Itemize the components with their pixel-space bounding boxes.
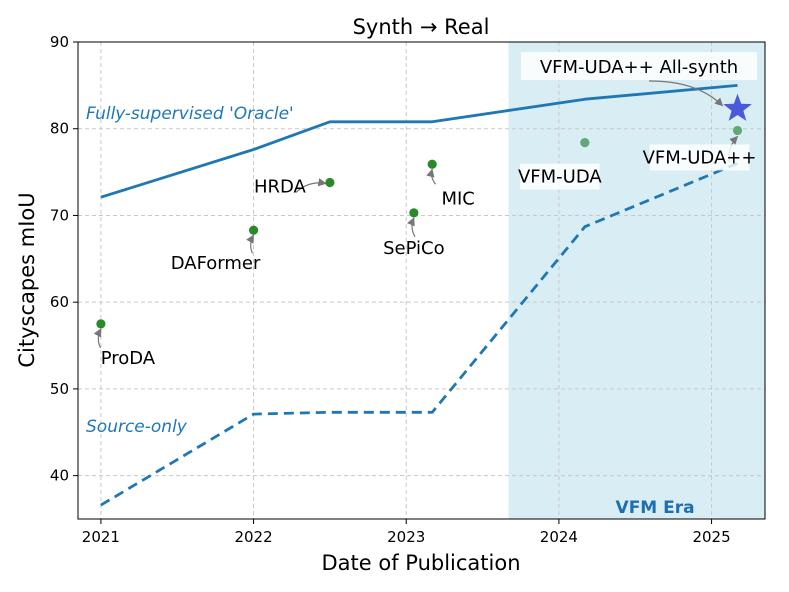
y-tick-label: 40 <box>50 467 69 485</box>
point-daformer <box>248 225 259 235</box>
y-tick-label: 80 <box>50 120 69 138</box>
y-axis-label: Cityscapes mIoU <box>15 192 39 367</box>
chart-title: Synth → Real <box>353 15 490 39</box>
arrow-sepico <box>407 217 416 238</box>
point-vfm-udaplusplus <box>732 125 743 136</box>
y-tick-label: 50 <box>50 380 69 398</box>
oracle-line <box>100 84 738 199</box>
label-vfm-uda-plusplus-all-synth: VFM-UDA++ All-synth <box>540 57 738 78</box>
point-proda <box>96 319 106 329</box>
vfm-era-region: VFM Era <box>508 42 765 519</box>
x-tick-label: 2023 <box>387 528 425 546</box>
point-sepico <box>409 208 419 218</box>
label-vfm-uda: VFM-UDA <box>518 167 602 188</box>
label-box-star <box>521 52 757 80</box>
series-lines <box>100 84 739 507</box>
x-tick-label: 2022 <box>234 528 272 546</box>
y-tick-label: 90 <box>50 33 69 51</box>
x-tick-label: 2024 <box>540 528 578 546</box>
label-vfm-udaplusplus: VFM-UDA++ <box>643 147 757 168</box>
annotation-labels: Fully-supervised 'Oracle' Source-only ProD… <box>86 52 757 437</box>
oracle-series-label: Fully-supervised 'Oracle' <box>86 104 294 124</box>
x-tick-label: 2025 <box>692 528 730 546</box>
y-tick-label: 70 <box>50 206 69 224</box>
point-mic <box>427 159 437 169</box>
star-vfm-uda-plusplus-all-synth <box>723 93 752 121</box>
data-points <box>96 93 752 329</box>
label-box-vfm-uda <box>520 163 600 190</box>
y-tick-label: 60 <box>50 293 69 311</box>
source-only-series-label: Source-only <box>86 417 188 437</box>
arrow-daformer <box>246 234 255 254</box>
arrow-hrda <box>295 178 327 193</box>
vfm-era-band <box>508 42 765 519</box>
source-only-line <box>100 162 739 507</box>
plot-frame <box>77 41 766 520</box>
label-proda: ProDA <box>101 348 156 369</box>
x-tick-label: 2021 <box>82 528 120 546</box>
label-daformer: DAFormer <box>171 253 261 274</box>
label-mic: MIC <box>441 188 474 209</box>
x-axis-label: Date of Publication <box>321 551 520 575</box>
arrow-star <box>648 80 724 107</box>
vfm-era-label: VFM Era <box>616 498 695 518</box>
arrow-mic <box>426 168 437 185</box>
label-sepico: SePiCo <box>383 238 445 259</box>
label-box-vfm-udaplusplus <box>649 144 750 171</box>
label-hrda: HRDA <box>254 176 307 197</box>
point-vfm-uda <box>580 138 590 148</box>
point-hrda <box>325 177 335 188</box>
grid <box>78 41 765 519</box>
arrow-proda <box>93 328 102 349</box>
axes: 2021 2022 2023 2024 2025 40 50 60 70 80 90 <box>50 33 766 546</box>
